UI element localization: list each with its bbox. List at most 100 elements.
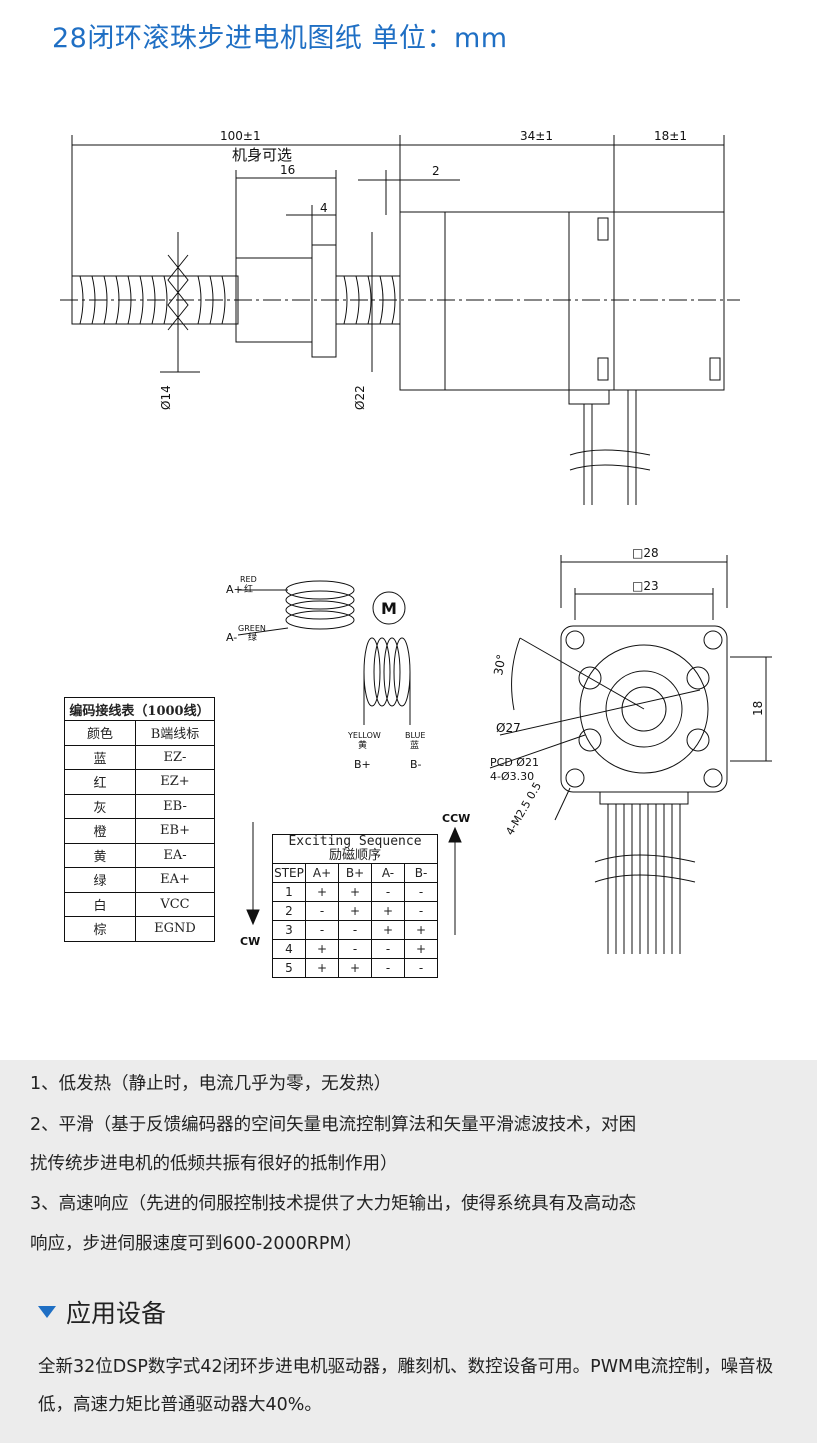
encoder-color: 黄 <box>64 842 136 868</box>
encoder-color: 红 <box>64 769 136 795</box>
sequence-cell: + <box>338 882 372 902</box>
front-outer: □28 <box>632 546 659 560</box>
table-row: 2-++- <box>272 901 438 921</box>
encoder-label: EB+ <box>135 818 215 844</box>
sequence-cell: + <box>404 939 438 959</box>
sequence-cell: 1 <box>272 882 306 902</box>
dim-encoder-length: 18±1 <box>654 129 687 143</box>
sequence-cell: + <box>305 958 339 978</box>
sequence-cell: + <box>305 939 339 959</box>
feature-item: 1、低发热（静止时，电流几乎为零，无发热） <box>30 1074 392 1094</box>
encoder-header-color: 颜色 <box>64 720 136 746</box>
motor-symbol: M <box>381 599 397 618</box>
encoder-color: 绿 <box>64 867 136 893</box>
page-title: 28闭环滚珠步进电机图纸 单位：mm <box>52 23 508 54</box>
feature-item: 扰传统步进电机的低频共振有很好的抵制作用） <box>30 1154 398 1174</box>
front-angle: 30° <box>491 653 508 676</box>
dim-flange: 4 <box>320 201 328 215</box>
sequence-cell: + <box>338 901 372 921</box>
dim-body-length: 34±1 <box>520 129 553 143</box>
encoder-label: EGND <box>135 916 215 942</box>
sequence-cell: - <box>305 920 339 940</box>
sequence-header: A+ <box>305 863 339 883</box>
feature-item: 2、平滑（基于反馈编码器的空间矢量电流控制算法和矢量平滑滤波技术，对困 <box>30 1115 637 1135</box>
motor-drawing: 100±1 机身可选 16 4 2 34±1 18±1 Ø14 Ø22 RED … <box>60 129 772 954</box>
encoder-label: EA+ <box>135 867 215 893</box>
sequence-cell: 5 <box>272 958 306 978</box>
encoder-label: VCC <box>135 891 215 917</box>
section-heading: 应用设备 <box>38 1294 166 1330</box>
encoder-label: EA- <box>135 842 215 868</box>
feature-item: 响应，步进伺服速度可到600-2000RPM） <box>30 1234 363 1254</box>
features-panel <box>0 1060 817 1443</box>
table-row: 4+--+ <box>272 939 438 959</box>
encoder-color: 棕 <box>64 916 136 942</box>
encoder-color: 白 <box>64 891 136 917</box>
coil-a-plus-cn: 红 <box>244 583 253 595</box>
rotation-ccw: CCW <box>442 812 470 825</box>
encoder-color: 蓝 <box>64 744 136 770</box>
sequence-cell: - <box>338 939 372 959</box>
sequence-caption-cn: 励磁顺序 <box>328 848 381 863</box>
sequence-cell: + <box>404 920 438 940</box>
table-row: 5++-- <box>272 958 438 978</box>
coil-a-plus: A+ <box>226 583 243 596</box>
sequence-cell: - <box>338 920 372 940</box>
front-holes: 4-Ø3.30 <box>490 770 534 783</box>
sequence-header: B- <box>404 863 438 883</box>
sequence-caption-en: Exciting Sequence <box>288 834 422 849</box>
dim-screw-dia: Ø14 <box>159 385 173 410</box>
encoder-color: 橙 <box>64 818 136 844</box>
coil-yellow-cn: 黄 <box>358 739 367 751</box>
sequence-cell: + <box>305 882 339 902</box>
rotation-cw: CW <box>240 935 260 948</box>
sequence-cell: - <box>404 882 438 902</box>
front-pcd: PCD Ø21 <box>490 756 539 769</box>
sequence-cell: - <box>371 958 405 978</box>
feature-item: 3、高速响应（先进的伺服控制技术提供了大力矩输出，使得系统具有及高动态 <box>30 1194 637 1214</box>
section-text: 全新32位DSP数字式42闭环步进电机驱动器，雕刻机、数控设备可用。PWM电流控… <box>38 1357 774 1415</box>
encoder-header-label: B端线标 <box>135 720 215 746</box>
sequence-header: A- <box>371 863 405 883</box>
sequence-cell: 2 <box>272 901 306 921</box>
encoder-color: 灰 <box>64 793 136 819</box>
front-thread: 4-M2.5 0.5 <box>503 780 544 838</box>
dim-nut-dia: Ø22 <box>353 385 367 410</box>
table-row: 1++-- <box>272 882 438 902</box>
coil-a-plus-color: RED <box>240 575 257 584</box>
coil-blue-cn: 蓝 <box>410 739 419 751</box>
sequence-cell: 4 <box>272 939 306 959</box>
encoder-label: EZ+ <box>135 769 215 795</box>
sequence-cell: + <box>371 901 405 921</box>
encoder-label: EB- <box>135 793 215 819</box>
coil-b-plus: B+ <box>354 758 371 771</box>
coil-blue: BLUE <box>405 731 425 740</box>
coil-a-minus: A- <box>226 631 237 644</box>
front-boss: Ø27 <box>496 721 521 735</box>
sequence-cell: - <box>305 901 339 921</box>
section-heading-text: 应用设备 <box>66 1299 167 1328</box>
coil-a-minus-cn: 绿 <box>248 631 257 643</box>
sequence-cell: - <box>371 882 405 902</box>
front-inner: □23 <box>632 579 659 593</box>
sequence-cell: + <box>371 920 405 940</box>
sequence-cell: - <box>404 958 438 978</box>
triangle-down-icon <box>38 1306 56 1318</box>
sequence-header: B+ <box>338 863 372 883</box>
dim-nut-length: 16 <box>280 163 295 177</box>
table-row: 3--++ <box>272 920 438 940</box>
sequence-cell: 3 <box>272 920 306 940</box>
coil-b-minus: B- <box>410 758 422 771</box>
coil-a-minus-color: GREEN <box>238 624 266 633</box>
sequence-cell: - <box>404 901 438 921</box>
sequence-header: STEP <box>272 863 306 883</box>
encoder-label: EZ- <box>135 744 215 770</box>
